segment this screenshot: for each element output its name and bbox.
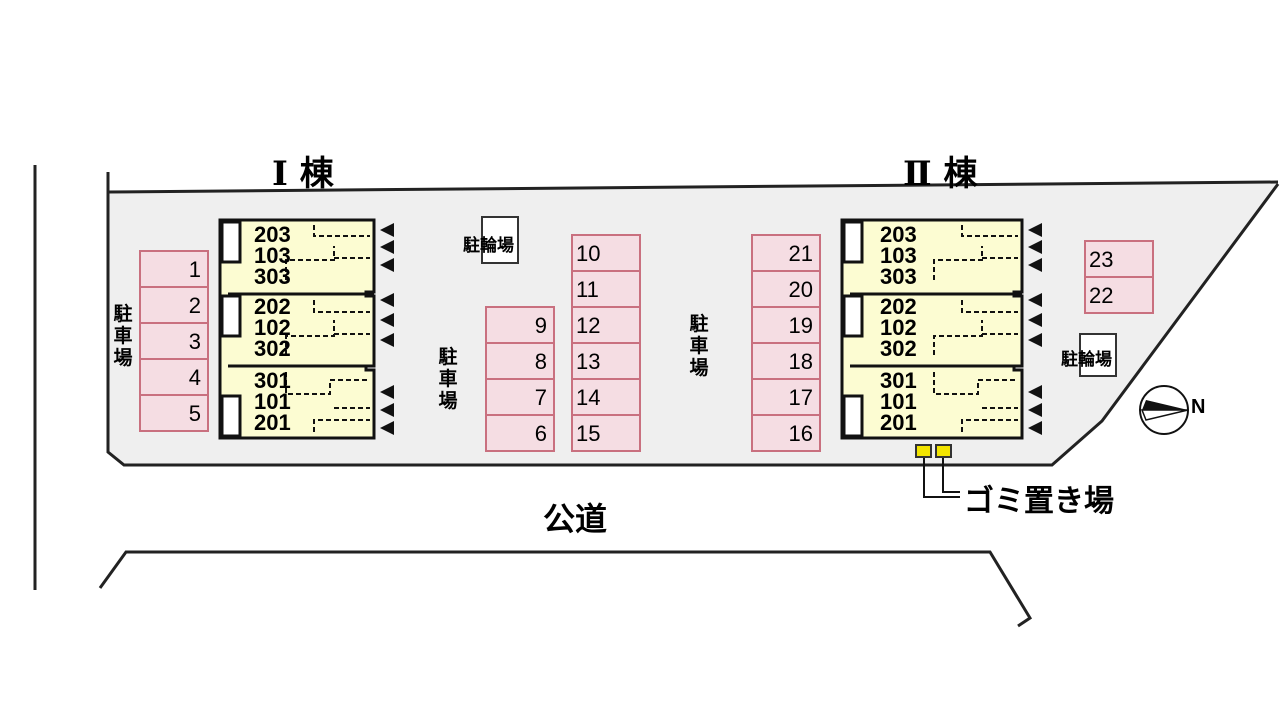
garbage-pointer-line: [923, 455, 960, 498]
parking-space-number: 6: [534, 421, 547, 446]
unit-number: 202: [254, 294, 291, 319]
unit-number: 301: [254, 368, 291, 393]
unit-number: 201: [880, 410, 917, 435]
bicycle-parking-1: [481, 216, 519, 264]
parking-space: 7: [485, 378, 555, 416]
parking-space: 17: [751, 378, 821, 416]
parking-space-number: 21: [788, 241, 813, 266]
garbage-bin: [915, 444, 932, 458]
parking-space: 4: [139, 358, 209, 396]
parking-space-number: 7: [534, 385, 547, 410]
building-outline: [218, 218, 394, 440]
parking-space-number: 18: [788, 349, 813, 374]
unit-number: 103: [254, 243, 291, 268]
parking-space: 13: [571, 342, 641, 380]
unit-number: 103: [880, 243, 917, 268]
parking-space: 3: [139, 322, 209, 360]
parking-label-right: 駐車場: [689, 313, 709, 379]
unit-number: 101: [880, 389, 917, 414]
unit-number: 203: [254, 222, 291, 247]
parking-space-number: 10: [576, 241, 601, 266]
parking-space: 22: [1084, 276, 1154, 314]
parking-space-number: 23: [1089, 247, 1114, 272]
unit-number: 303: [254, 264, 291, 289]
parking-space: 14: [571, 378, 641, 416]
parking-space-number: 4: [188, 365, 201, 390]
parking-space: 20: [751, 270, 821, 308]
unit-number: 303: [880, 264, 917, 289]
parking-space-number: 3: [188, 329, 201, 354]
building-outline: [840, 218, 1042, 440]
unit-number: 202: [880, 294, 917, 319]
garbage-area-label: ゴミ置き場: [964, 484, 1114, 519]
parking-space: 5: [139, 394, 209, 432]
parking-space-number: 15: [576, 421, 601, 446]
unit-number: 101: [254, 389, 291, 414]
road-edge: [98, 550, 1033, 628]
parking-space: 19: [751, 306, 821, 344]
parking-space: 2: [139, 286, 209, 324]
unit-number: 301: [880, 368, 917, 393]
parking-label-center: 駐車場: [438, 346, 458, 412]
unit-number: 102: [880, 315, 917, 340]
parking-space-number: 12: [576, 313, 601, 338]
unit-number: 302: [254, 336, 291, 361]
building-1-title: Ⅰ 棟: [272, 154, 334, 194]
parking-space: 10: [571, 234, 641, 272]
unit-number: 102: [254, 315, 291, 340]
parking-space: 1: [139, 250, 209, 288]
parking-space: 12: [571, 306, 641, 344]
parking-space-number: 5: [188, 401, 201, 426]
parking-space-number: 19: [788, 313, 813, 338]
north-label: N: [1191, 396, 1206, 418]
bicycle-parking-1-label: 駐輪場: [463, 236, 514, 256]
garbage-pointer-line: [942, 455, 960, 493]
parking-space-number: 14: [576, 385, 601, 410]
bicycle-parking-2: [1079, 333, 1117, 377]
parking-space-number: 8: [534, 349, 547, 374]
public-road-label: 公道: [543, 500, 608, 538]
parking-space: 16: [751, 414, 821, 452]
parking-space: 6: [485, 414, 555, 452]
parking-space-number: 2: [188, 293, 201, 318]
parking-space-number: 22: [1089, 283, 1114, 308]
parking-space-number: 20: [788, 277, 813, 302]
parking-space-number: 16: [788, 421, 813, 446]
parking-space: 11: [571, 270, 641, 308]
compass-icon: [1139, 385, 1189, 435]
parking-space: 15: [571, 414, 641, 452]
unit-number: 201: [254, 410, 291, 435]
parking-space-number: 17: [788, 385, 813, 410]
parking-space: 9: [485, 306, 555, 344]
parking-space: 23: [1084, 240, 1154, 278]
unit-number: 203: [880, 222, 917, 247]
lot-top-boundary: [107, 180, 1279, 194]
parking-space-number: 11: [576, 277, 599, 302]
parking-space-number: 9: [534, 313, 547, 338]
unit-number: 302: [880, 336, 917, 361]
parking-space: 8: [485, 342, 555, 380]
garbage-bin: [935, 444, 952, 458]
parking-space-number: 13: [576, 349, 601, 374]
building-2-title: Ⅱ 棟: [903, 154, 978, 194]
parking-space-number: 1: [188, 257, 201, 282]
parking-space: 18: [751, 342, 821, 380]
parking-space: 21: [751, 234, 821, 272]
bicycle-parking-2-label: 駐輪場: [1061, 350, 1112, 370]
parking-label-left: 駐車場: [113, 303, 133, 369]
lot-boundary: [106, 172, 1280, 467]
